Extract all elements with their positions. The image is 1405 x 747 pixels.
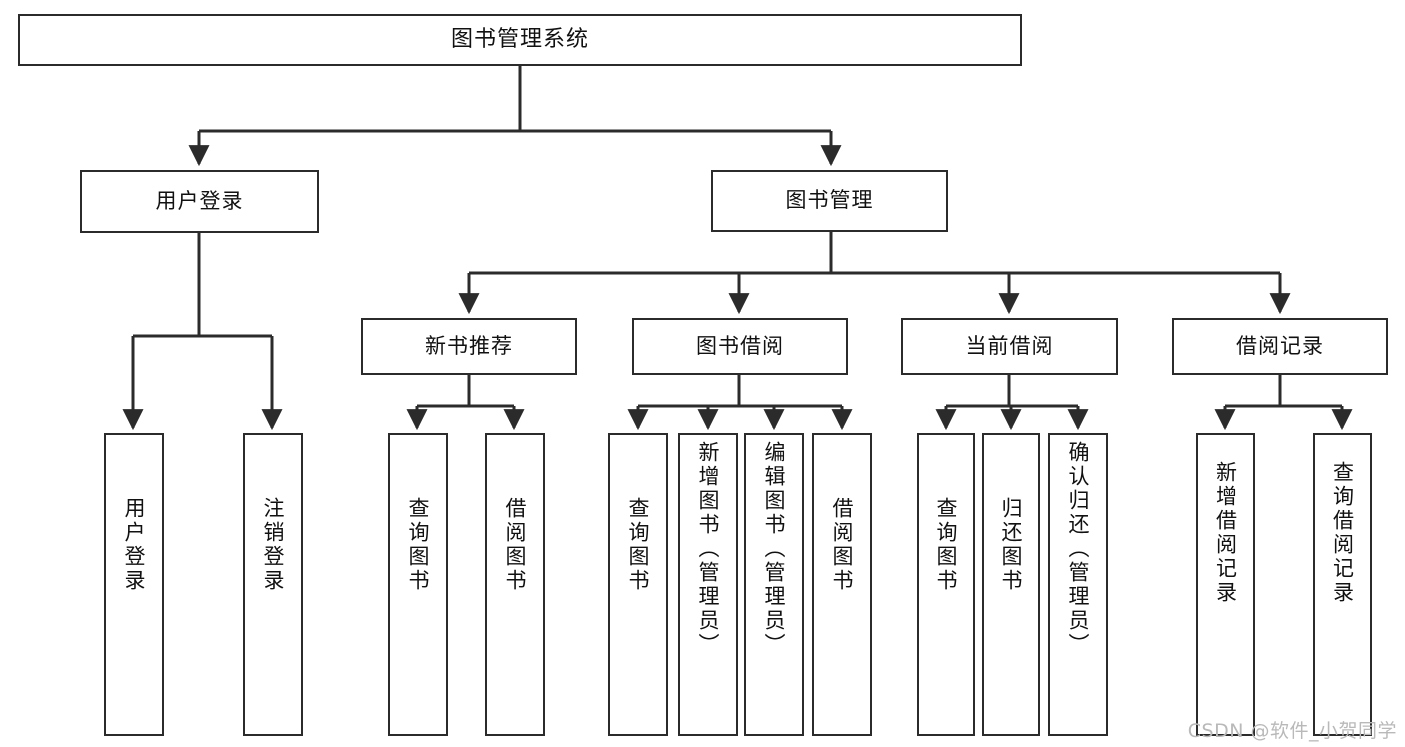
node-current-borrow-label: 当前借阅 xyxy=(965,333,1054,358)
leaf-query-book-1[interactable]: 查询图书 xyxy=(388,433,448,736)
node-root-label: 图书管理系统 xyxy=(450,26,589,52)
leaf-query-book-2-label: 查询图书 xyxy=(626,497,651,593)
leaf-borrow-book-1[interactable]: 借阅图书 xyxy=(485,433,545,736)
leaf-borrow-book-2-label: 借阅图书 xyxy=(830,497,855,593)
leaf-query-book-3[interactable]: 查询图书 xyxy=(917,433,975,736)
leaf-confirm-return-label: 确认归还（管理员） xyxy=(1066,441,1091,657)
leaf-query-record[interactable]: 查询借阅记录 xyxy=(1313,433,1372,736)
node-book-borrow[interactable]: 图书借阅 xyxy=(632,318,848,375)
leaf-query-record-label: 查询借阅记录 xyxy=(1330,461,1355,605)
leaf-query-book-1-label: 查询图书 xyxy=(406,497,431,593)
node-book-manage-label: 图书管理 xyxy=(785,188,874,213)
node-book-manage[interactable]: 图书管理 xyxy=(711,170,948,232)
node-current-borrow[interactable]: 当前借阅 xyxy=(901,318,1118,375)
leaf-borrow-book-2[interactable]: 借阅图书 xyxy=(812,433,872,736)
leaf-add-record[interactable]: 新增借阅记录 xyxy=(1196,433,1255,736)
leaf-query-book-3-label: 查询图书 xyxy=(934,497,959,593)
leaf-logout[interactable]: 注销登录 xyxy=(243,433,303,736)
leaf-add-record-label: 新增借阅记录 xyxy=(1213,461,1238,605)
leaf-query-book-2[interactable]: 查询图书 xyxy=(608,433,668,736)
node-user-login[interactable]: 用户登录 xyxy=(80,170,319,233)
leaf-user-login[interactable]: 用户登录 xyxy=(104,433,164,736)
node-new-book-recommend[interactable]: 新书推荐 xyxy=(361,318,577,375)
leaf-user-login-label: 用户登录 xyxy=(122,497,147,593)
leaf-add-book[interactable]: 新增图书（管理员） xyxy=(678,433,738,736)
node-book-borrow-label: 图书借阅 xyxy=(696,333,784,358)
leaf-add-book-label: 新增图书（管理员） xyxy=(696,441,721,657)
leaf-return-book-label: 归还图书 xyxy=(999,497,1024,593)
leaf-logout-label: 注销登录 xyxy=(261,497,286,593)
leaf-borrow-book-1-label: 借阅图书 xyxy=(503,497,528,593)
node-new-book-recommend-label: 新书推荐 xyxy=(425,333,513,358)
node-borrow-record[interactable]: 借阅记录 xyxy=(1172,318,1388,375)
node-borrow-record-label: 借阅记录 xyxy=(1236,333,1324,358)
leaf-return-book[interactable]: 归还图书 xyxy=(982,433,1040,736)
leaf-edit-book[interactable]: 编辑图书（管理员） xyxy=(744,433,804,736)
node-root[interactable]: 图书管理系统 xyxy=(18,14,1022,66)
leaf-confirm-return[interactable]: 确认归还（管理员） xyxy=(1048,433,1108,736)
leaf-edit-book-label: 编辑图书（管理员） xyxy=(762,441,787,657)
node-user-login-label: 用户登录 xyxy=(155,188,244,213)
watermark: CSDN @软件_小贺同学 xyxy=(1187,720,1397,742)
